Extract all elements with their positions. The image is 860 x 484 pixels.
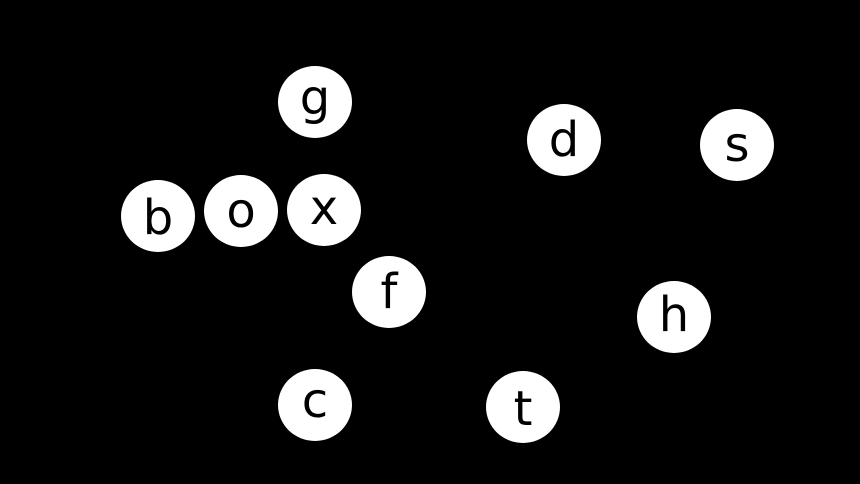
disc-letter: c [301, 373, 329, 429]
disc-c: c [278, 369, 352, 441]
disc-f: f [352, 256, 426, 328]
disc-letter: d [548, 112, 580, 168]
disc-letter: h [658, 287, 690, 343]
disc-letter: x [309, 180, 339, 236]
disc-o: o [204, 175, 278, 247]
disc-letter: f [380, 264, 398, 320]
disc-s: s [700, 109, 774, 181]
disc-b: b [121, 180, 195, 252]
disc-g: g [278, 66, 352, 138]
disc-letter: t [513, 381, 533, 437]
disc-letter: s [724, 117, 750, 173]
disc-x: x [287, 174, 361, 246]
disc-h: h [637, 281, 711, 353]
disc-letter: o [226, 183, 256, 239]
disc-letter: b [142, 190, 174, 246]
disc-t: t [486, 371, 560, 443]
disc-letter: g [299, 70, 331, 126]
disc-d: d [527, 104, 601, 176]
